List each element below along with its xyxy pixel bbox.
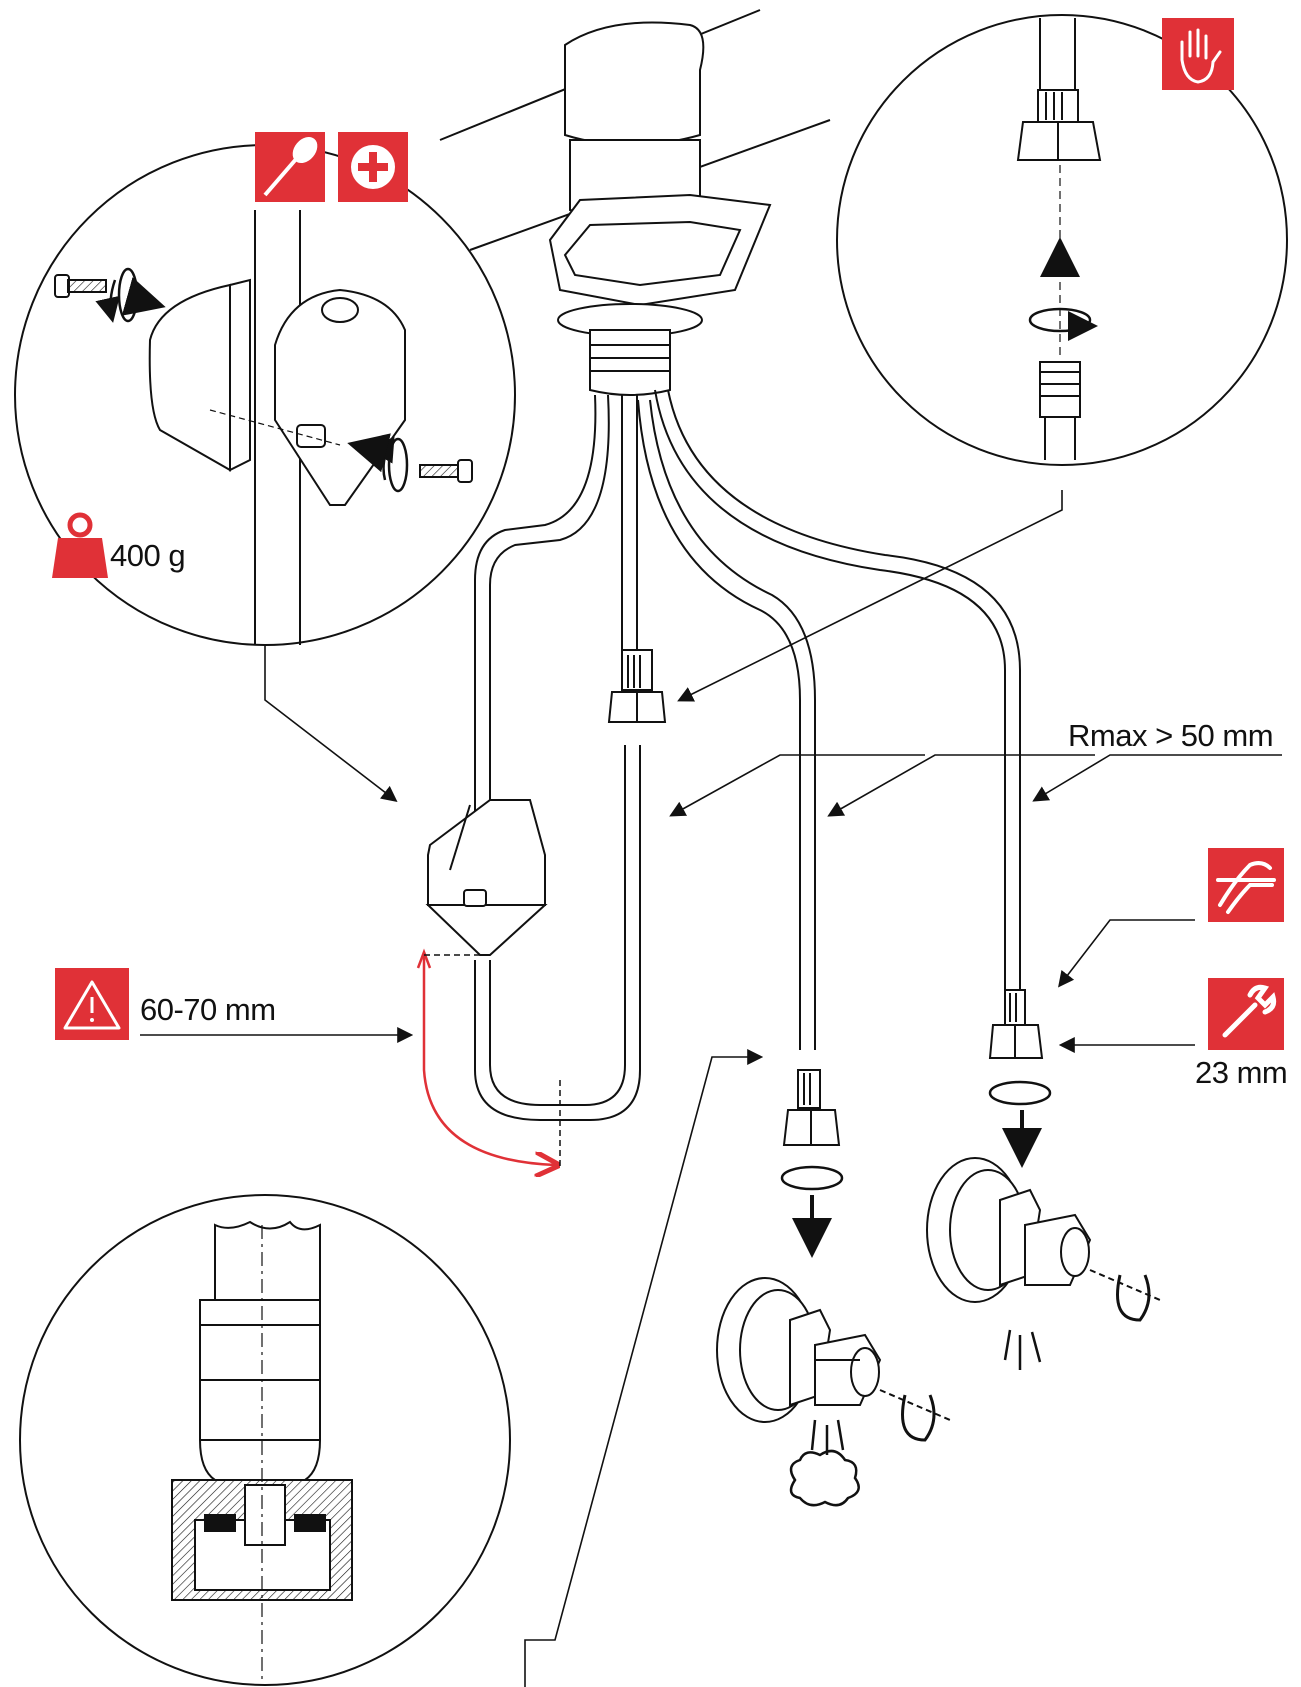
leader-lines <box>140 490 1282 1687</box>
water-spray <box>789 1329 1042 1507</box>
middle-hose-nut <box>782 1069 841 1146</box>
detail-circle-connection <box>836 14 1288 466</box>
counterweight <box>425 799 548 956</box>
wrench-badge <box>1208 978 1284 1050</box>
screwdriver-icon <box>263 136 318 197</box>
hand-stop-icon <box>1180 28 1222 84</box>
right-hose-nut <box>988 989 1044 1059</box>
wrench-size-label: 23 mm <box>1195 1055 1288 1090</box>
angle-valve-right <box>926 1157 1161 1303</box>
wrench-icon <box>1222 984 1277 1038</box>
valve-turn-arrows <box>901 1274 1151 1442</box>
no-pliers-icon <box>1216 861 1276 914</box>
clearance-label: 60-70 mm <box>140 992 276 1027</box>
angle-valve-left <box>716 1277 951 1423</box>
faucet-body <box>439 9 831 396</box>
detail-circle-cross-section <box>19 1194 511 1686</box>
screw-bottom <box>419 459 473 483</box>
no-tools-badge <box>1208 848 1284 922</box>
weight-label: 400 g <box>110 538 186 573</box>
screw-top <box>54 274 107 298</box>
hand-badge <box>1162 18 1234 90</box>
warning-badge <box>55 968 129 1040</box>
detail-circle-holder <box>14 144 516 646</box>
flexible-hoses <box>474 389 1021 1121</box>
phillips-badge <box>338 132 408 202</box>
rotation-indicators <box>780 1080 1052 1258</box>
bend-radius-label: Rmax > 50 mm <box>1068 718 1274 753</box>
warning-icon <box>63 980 121 1030</box>
clearance-arrow <box>416 948 561 1170</box>
screwdriver-badge <box>255 132 325 202</box>
weight-icon <box>52 512 108 578</box>
phillips-screw-icon <box>351 145 395 189</box>
weight-icon-group <box>52 512 108 578</box>
center-coupling <box>607 649 667 723</box>
